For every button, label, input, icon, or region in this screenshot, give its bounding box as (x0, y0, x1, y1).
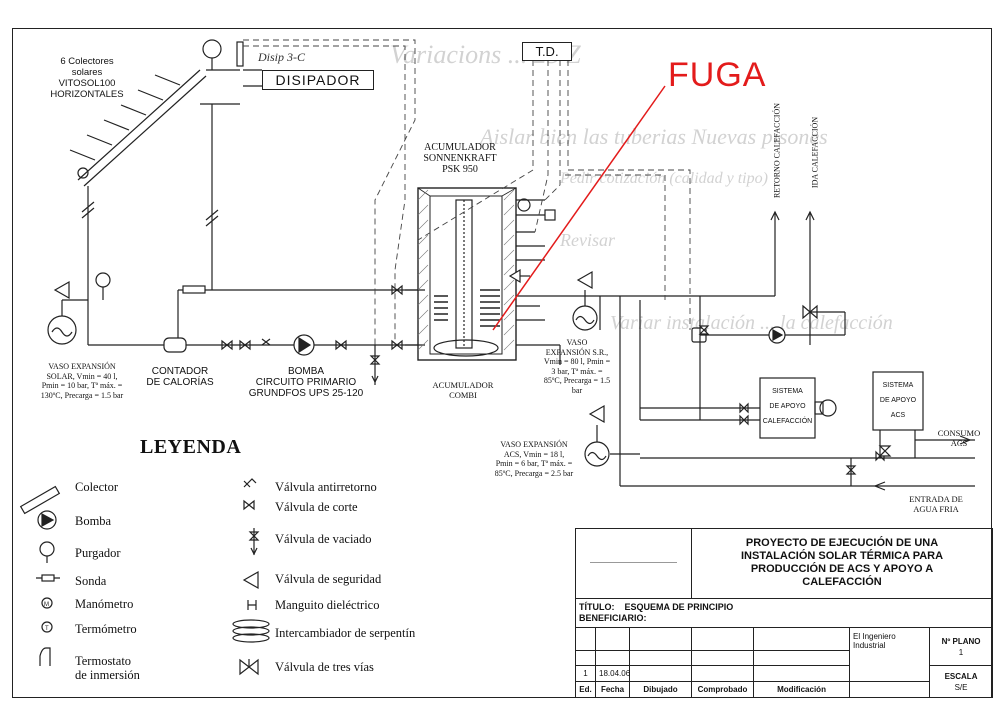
safety-valve-icon (242, 570, 259, 590)
background-handwriting-2: Aislar bien las tuberias Nuevas pisones (480, 124, 828, 149)
drawing-frame (12, 28, 992, 698)
contador-label: CONTADOR DE CALORÍAS (146, 366, 214, 388)
engineer-cell: El Ingeniero Industrial (849, 627, 931, 683)
dissipator-note: Disip 3-C (258, 50, 306, 64)
vaso-acs-label: VASO EXPANSIÓN ACS, Vmin = 18 l, Pmin = … (494, 440, 574, 478)
legend-dielectric-sleeve: Manguito dieléctrico (275, 598, 380, 612)
project-title-cell: PROYECTO DE EJECUCIÓN DE UNA INSTALACIÓN… (691, 528, 994, 599)
background-handwriting-5: Variar instalación ... la calefacción (610, 312, 893, 334)
legend-pump: Bomba (75, 514, 112, 528)
ida-calefaccion-label: IDA CALEFACCIÓN (810, 116, 820, 189)
three-way-valve-icon (239, 658, 259, 676)
col-fecha: Fecha (595, 681, 630, 698)
legend-drain-valve: Válvula de vaciado (275, 532, 372, 546)
collectors-label: 6 Colectores solares VITOSOL100 HORIZONT… (50, 56, 124, 100)
sensor-icon (36, 574, 60, 582)
manometer-icon: M (41, 597, 53, 609)
legend-safety-valve: Válvula de seguridad (275, 572, 382, 586)
consumo-acs-label: CONSUMO ACS (937, 428, 981, 448)
col-comprobado: Comprobado (691, 681, 755, 698)
vaso-solar-label: VASO EXPANSIÓN SOLAR, Vmin = 40 l, Pmin … (40, 362, 124, 400)
shutoff-valve-icon (243, 499, 255, 511)
legend-check-valve: Válvula antirretorno (275, 480, 377, 494)
svg-text:T: T (45, 626, 49, 632)
svg-text:M: M (44, 602, 49, 608)
solar-collectors (69, 69, 207, 187)
check-valve-icon (243, 478, 257, 488)
legend-thermometer: Termómetro (75, 622, 137, 636)
legend-shutoff-valve: Válvula de corte (275, 500, 358, 514)
rev-ed: 1 (575, 665, 596, 683)
plano-cell: Nº PLANO 1 (929, 627, 994, 667)
thermometer-icon: T (41, 621, 53, 633)
retorno-calefaccion-label: RETORNO CALEFACCIÓN (772, 102, 782, 199)
dielectric-sleeve-icon (247, 600, 257, 610)
coil-exchanger-icon (232, 619, 270, 643)
tank-sonnenkraft-label: ACUMULADOR SONNENKRAFT PSK 950 (423, 142, 497, 175)
tank-combi-label: ACUMULADOR COMBI (432, 380, 494, 400)
drain-valve-icon (248, 528, 260, 556)
pump-primary-label: BOMBA CIRCUITO PRIMARIO GRUNDFOS UPS 25-… (248, 366, 364, 399)
td-controller-box: T.D. (522, 42, 572, 61)
col-dibujado: Dibujado (628, 681, 693, 698)
escala-cell: ESCALA S/E (929, 665, 994, 698)
legend-sensor: Sonda (75, 574, 107, 588)
legend-thermostat-l1: Termostato (75, 654, 132, 668)
legend-title: LEYENDA (140, 436, 242, 458)
rev-fecha: 18.04.06 (595, 665, 630, 683)
legend-three-way-valve: Válvula de tres vías (275, 660, 374, 674)
legend-air-vent: Purgador (75, 546, 121, 560)
immersion-thermostat-icon (39, 647, 51, 666)
background-handwriting-3: Pedir cotización (calidad y tipo) (560, 170, 768, 187)
title-block-logo-cell (574, 528, 693, 599)
legend-symbols: M T (19, 478, 270, 676)
sistema-apoyo-acs: SISTEMA DE APOYO ACS (879, 382, 917, 419)
legend-collector: Colector (75, 480, 119, 494)
dissipator-box: DISIPADOR (262, 70, 374, 90)
entrada-agua-fria-label: ENTRADA DE AGUA FRIA (909, 494, 963, 514)
col-modificacion: Modificación (753, 681, 851, 698)
col-ed: Ed. (575, 681, 596, 698)
legend-coil-exchanger: Intercambiador de serpentín (275, 626, 416, 640)
legend-manometer: Manómetro (75, 597, 134, 611)
title-block: PROYECTO DE EJECUCIÓN DE UNA INSTALACIÓN… (574, 528, 994, 698)
leak-indicator-line (492, 85, 666, 331)
background-handwriting-4: Revisar (560, 230, 615, 250)
titulo-row: TÍTULO: ESQUEMA DE PRINCIPIO BENEFICIARI… (574, 597, 994, 629)
leak-annotation: FUGA (668, 56, 767, 94)
legend-thermostat-l2: de inmersión (75, 668, 140, 682)
collector-icon (19, 485, 61, 515)
vaso-sr-label: VASO EXPANSIÓN S.R., Vmin = 80 l, Pmin =… (543, 338, 611, 395)
sistema-apoyo-calefaccion: SISTEMA DE APOYO CALEFACCIÓN (762, 388, 813, 425)
air-vent-icon (39, 541, 55, 563)
pump-icon (37, 510, 57, 530)
